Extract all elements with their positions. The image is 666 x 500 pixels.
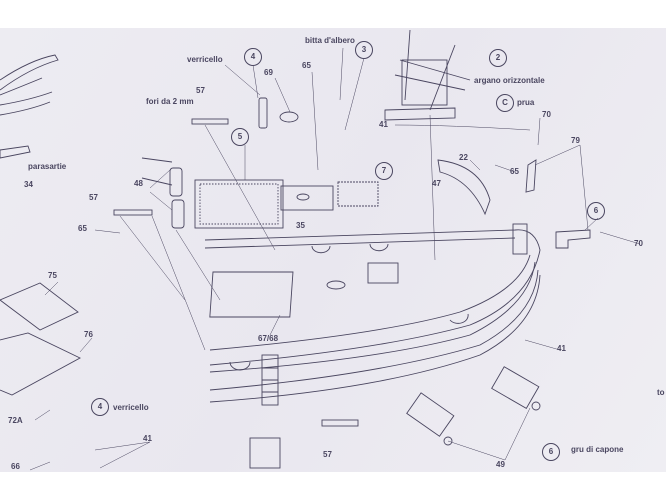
label-70: 70 — [634, 239, 643, 248]
label-parasartie: parasartie — [28, 162, 67, 171]
callout-c: C — [496, 94, 514, 112]
label-22: 22 — [459, 153, 468, 162]
part-57a — [191, 118, 229, 125]
callout-6: 6 — [587, 202, 605, 220]
label-41: 41 — [557, 344, 566, 353]
grating-75 — [0, 282, 79, 331]
hull-fragment-top-left — [0, 54, 59, 116]
part-69 — [279, 111, 299, 123]
label-69: 69 — [264, 68, 273, 77]
label-verricello: verricello — [187, 55, 223, 64]
label-47: 47 — [432, 179, 441, 188]
label-48: 48 — [134, 179, 143, 188]
callout-5: 5 — [231, 128, 249, 146]
parasartie-part — [0, 145, 31, 159]
label-35: 35 — [296, 221, 305, 230]
callout-6: 6 — [542, 443, 560, 461]
callout-3: 3 — [355, 41, 373, 59]
label-65: 65 — [510, 167, 519, 176]
label-41: 41 — [379, 120, 388, 129]
part-57b — [113, 209, 153, 216]
label-75: 75 — [48, 271, 57, 280]
label-72a: 72A — [8, 416, 23, 425]
deck-plate — [280, 185, 334, 211]
label-gru-di-capone: gru di capone — [571, 445, 624, 454]
leader-lines — [29, 47, 641, 471]
label-41: 41 — [143, 434, 152, 443]
label-57: 57 — [89, 193, 98, 202]
label-79: 79 — [571, 136, 580, 145]
label-76: 76 — [84, 330, 93, 339]
label-57: 57 — [196, 86, 205, 95]
label-prua: prua — [517, 98, 535, 107]
ship-drawing — [0, 29, 641, 471]
part-22 — [437, 159, 491, 216]
label-argano-orizzontale: argano orizzontale — [474, 76, 545, 85]
cannons — [249, 366, 541, 469]
hull — [204, 229, 541, 406]
label-partial: to — [657, 388, 665, 397]
label-65: 65 — [302, 61, 311, 70]
label-57: 57 — [323, 450, 332, 459]
callout-4: 4 — [91, 398, 109, 416]
part-6 — [555, 229, 591, 249]
label-bitta-dalbero: bitta d'albero — [305, 36, 355, 45]
grating-part — [194, 179, 284, 229]
callout-4: 4 — [244, 48, 262, 66]
callout-7: 7 — [375, 162, 393, 180]
label-65: 65 — [78, 224, 87, 233]
assembly-drawing-sheet: verricello bitta d'albero 65 69 57 fori … — [0, 28, 666, 472]
label-fori-da-2mm: fori da 2 mm — [146, 97, 194, 106]
label-verricello: verricello — [113, 403, 149, 412]
label-49: 49 — [496, 460, 505, 469]
part-57c — [321, 419, 359, 427]
label-66: 66 — [11, 462, 20, 471]
part-79 — [525, 159, 537, 193]
hatch-part — [337, 181, 379, 207]
label-67-68: 67/68 — [258, 334, 279, 343]
frame-76 — [0, 332, 81, 396]
winch-argano — [384, 29, 471, 121]
callout-2: 2 — [489, 49, 507, 67]
label-34: 34 — [24, 180, 33, 189]
label-70: 70 — [542, 110, 551, 119]
